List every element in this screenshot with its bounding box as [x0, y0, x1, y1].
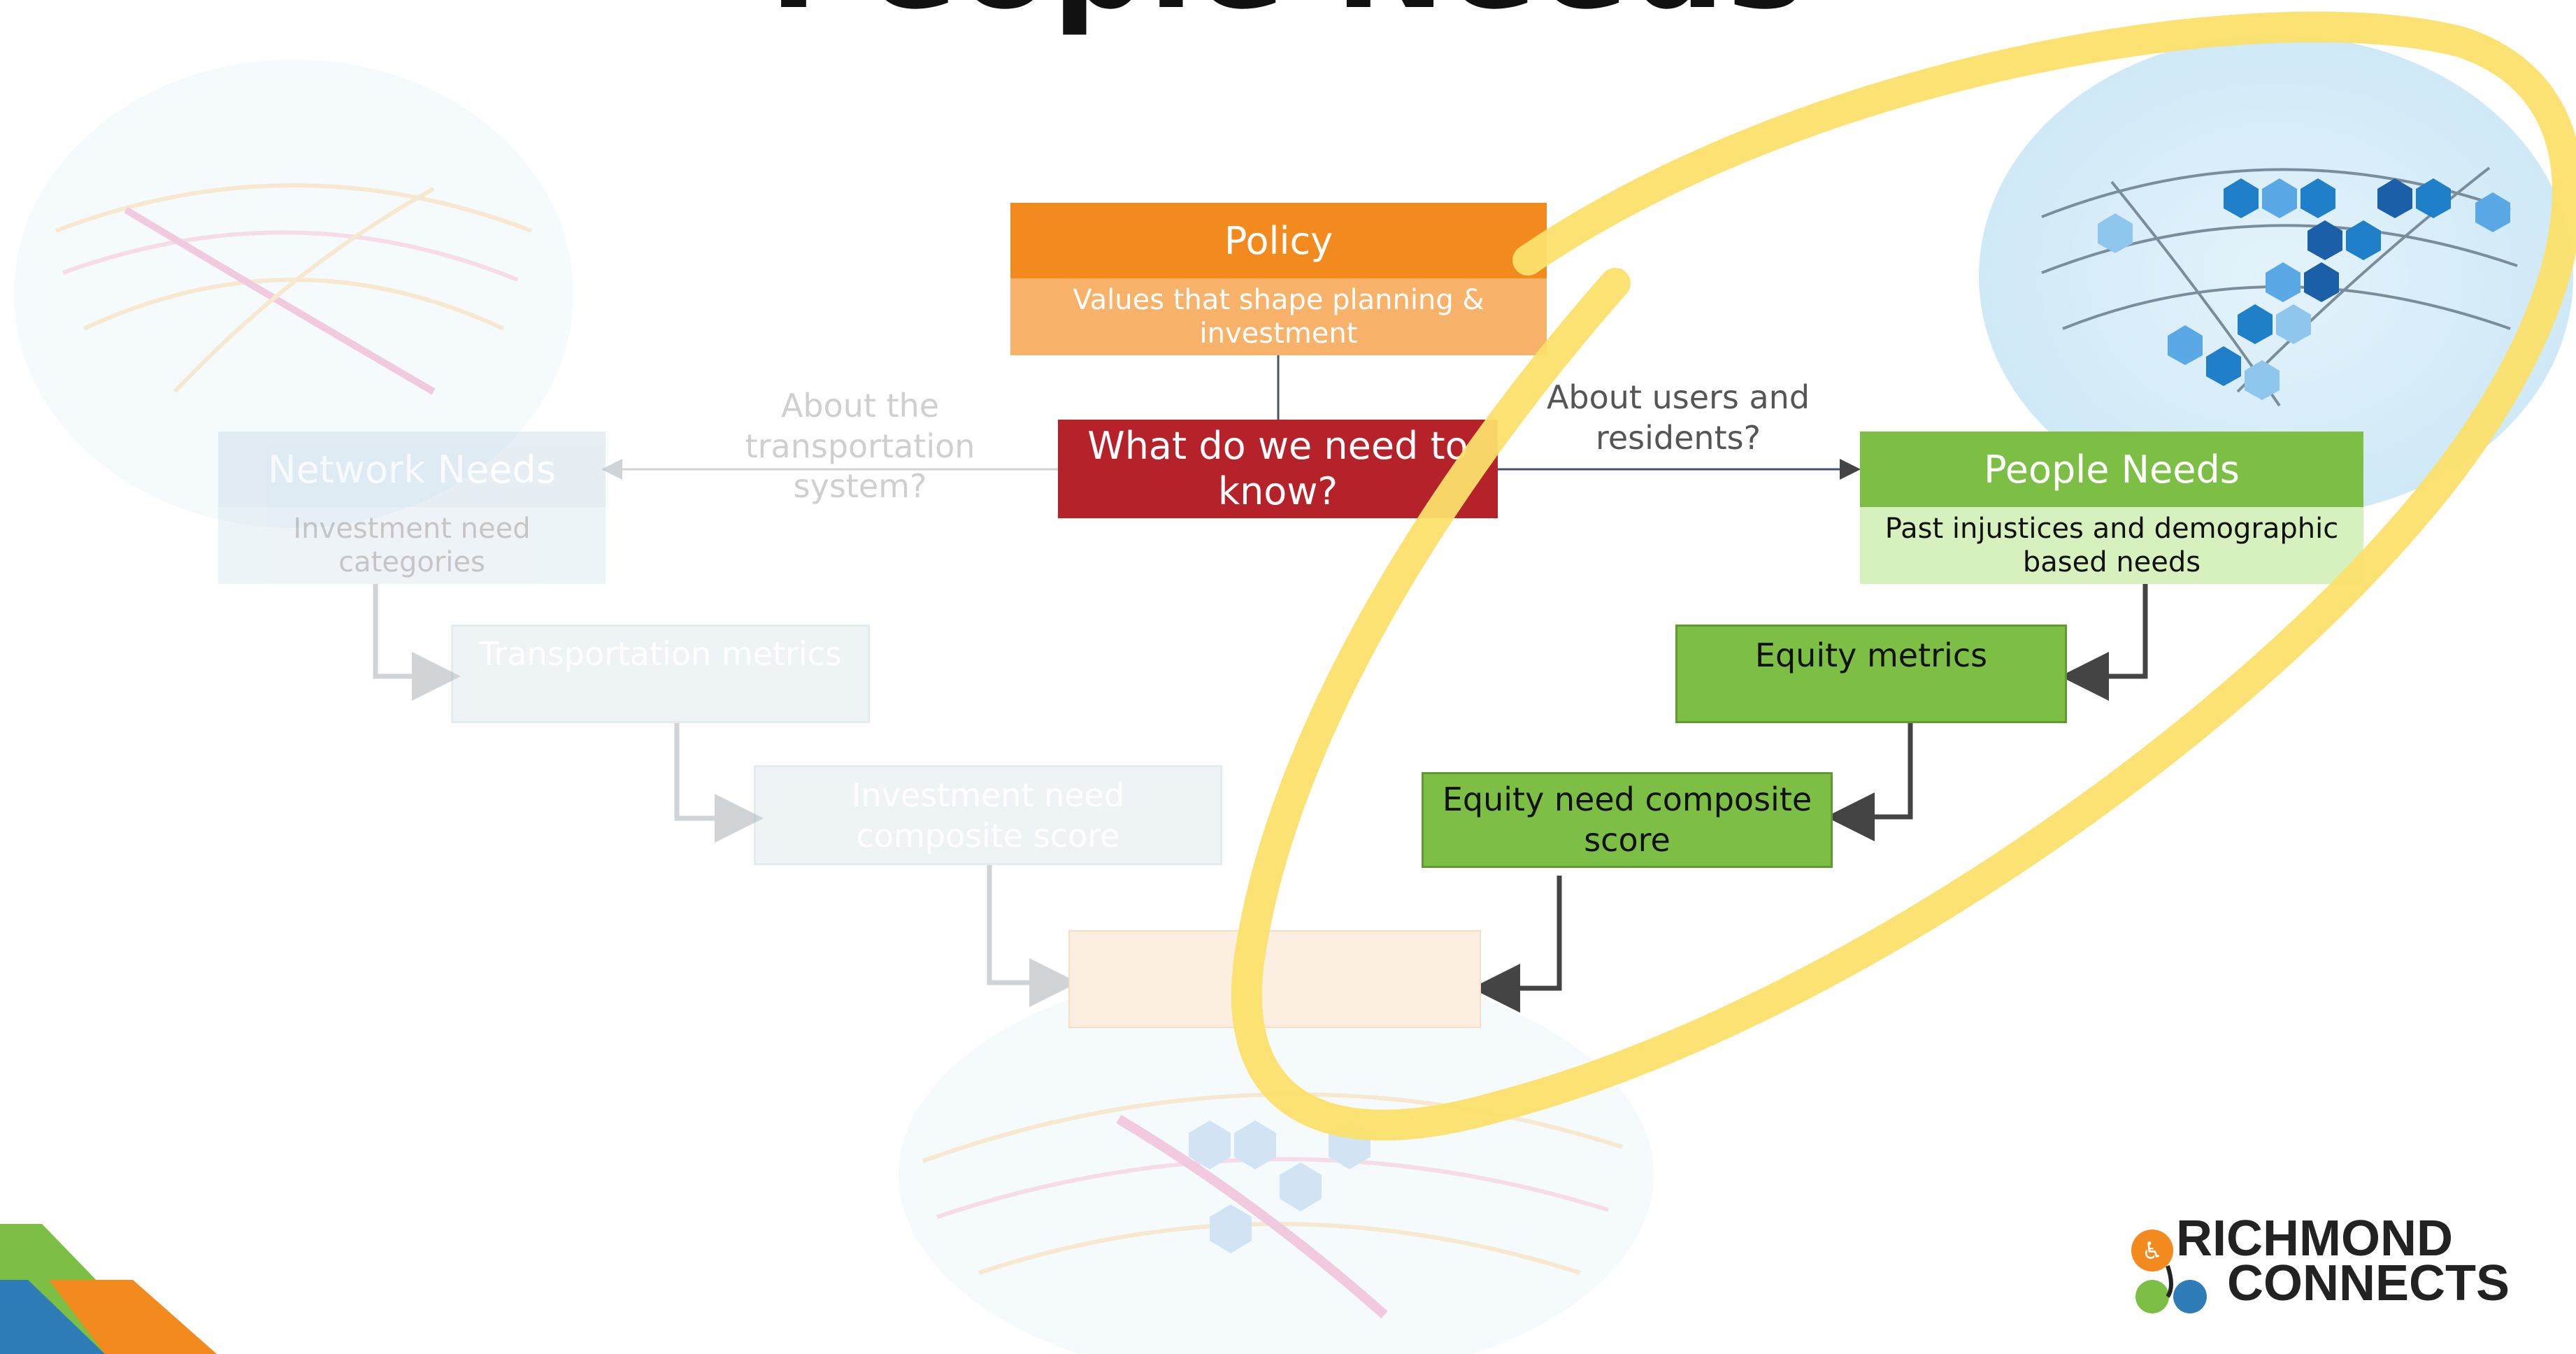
- right-branch-label: About users and residents?: [1546, 378, 1810, 457]
- question-box: What do we need to know?: [1058, 420, 1498, 518]
- right-globe-graphic: [1979, 35, 2573, 518]
- investment-composite-label: Investment need composite score: [851, 776, 1125, 855]
- policy-title: Policy: [1224, 218, 1333, 263]
- svg-text:♿: ♿: [2142, 1237, 2163, 1265]
- left-branch-label: About the transportation system?: [745, 387, 975, 505]
- policy-description-box: Values that shape planning & investment: [1010, 278, 1547, 355]
- logo-line2: CONNECTS: [2227, 1255, 2510, 1311]
- people-to-equity-metrics-arrow: [2060, 584, 2148, 701]
- network-needs-description-box: Investment need categories: [218, 507, 606, 584]
- question-title: What do we need to know?: [1087, 423, 1468, 513]
- left-globe-graphic: [14, 59, 573, 528]
- network-needs-subtitle: Investment need categories: [293, 513, 531, 578]
- network-to-metrics-arrow: [373, 584, 461, 701]
- metrics-to-composite-arrow: [674, 723, 764, 843]
- logo-line1: RICHMOND: [2176, 1211, 2453, 1267]
- transportation-metrics-box: Transportation metrics: [451, 625, 870, 723]
- investment-composite-box: Investment need composite score: [754, 765, 1222, 865]
- corner-stripes-graphic: [0, 1224, 217, 1354]
- equity-composite-to-result-arrow: [1471, 876, 1562, 1013]
- policy-header: Policy: [1010, 203, 1547, 278]
- equity-metrics-to-composite-arrow: [1826, 723, 1913, 841]
- network-needs-title: Network Needs: [268, 447, 556, 492]
- network-needs-header: Network Needs: [218, 432, 606, 507]
- equity-metrics-box: Equity metrics: [1675, 625, 2067, 723]
- composite-to-result-arrow: [987, 865, 1078, 1007]
- bottom-globe-graphic: [899, 965, 1654, 1354]
- highlight-ellipse: [1231, 11, 2576, 1141]
- people-needs-title: People Needs: [1984, 447, 2240, 492]
- people-needs-subtitle: Past injustices and demographic based ne…: [1884, 513, 2339, 578]
- equity-composite-label: Equity need composite score: [1442, 781, 1812, 859]
- equity-metrics-label: Equity metrics: [1754, 636, 1988, 674]
- result-box: [1068, 930, 1481, 1028]
- people-needs-header: People Needs: [1860, 432, 2363, 507]
- richmond-connects-logo: ♿ RICHMOND CONNECTS: [2126, 1213, 2559, 1318]
- people-needs-description-box: Past injustices and demographic based ne…: [1860, 507, 2363, 584]
- policy-subtitle: Values that shape planning & investment: [1073, 284, 1484, 350]
- equity-composite-box: Equity need composite score: [1422, 772, 1833, 868]
- logo-mark-icon: ♿: [2131, 1230, 2207, 1313]
- transportation-metrics-label: Transportation metrics: [479, 635, 842, 673]
- slide-title: People Needs: [0, 0, 2576, 28]
